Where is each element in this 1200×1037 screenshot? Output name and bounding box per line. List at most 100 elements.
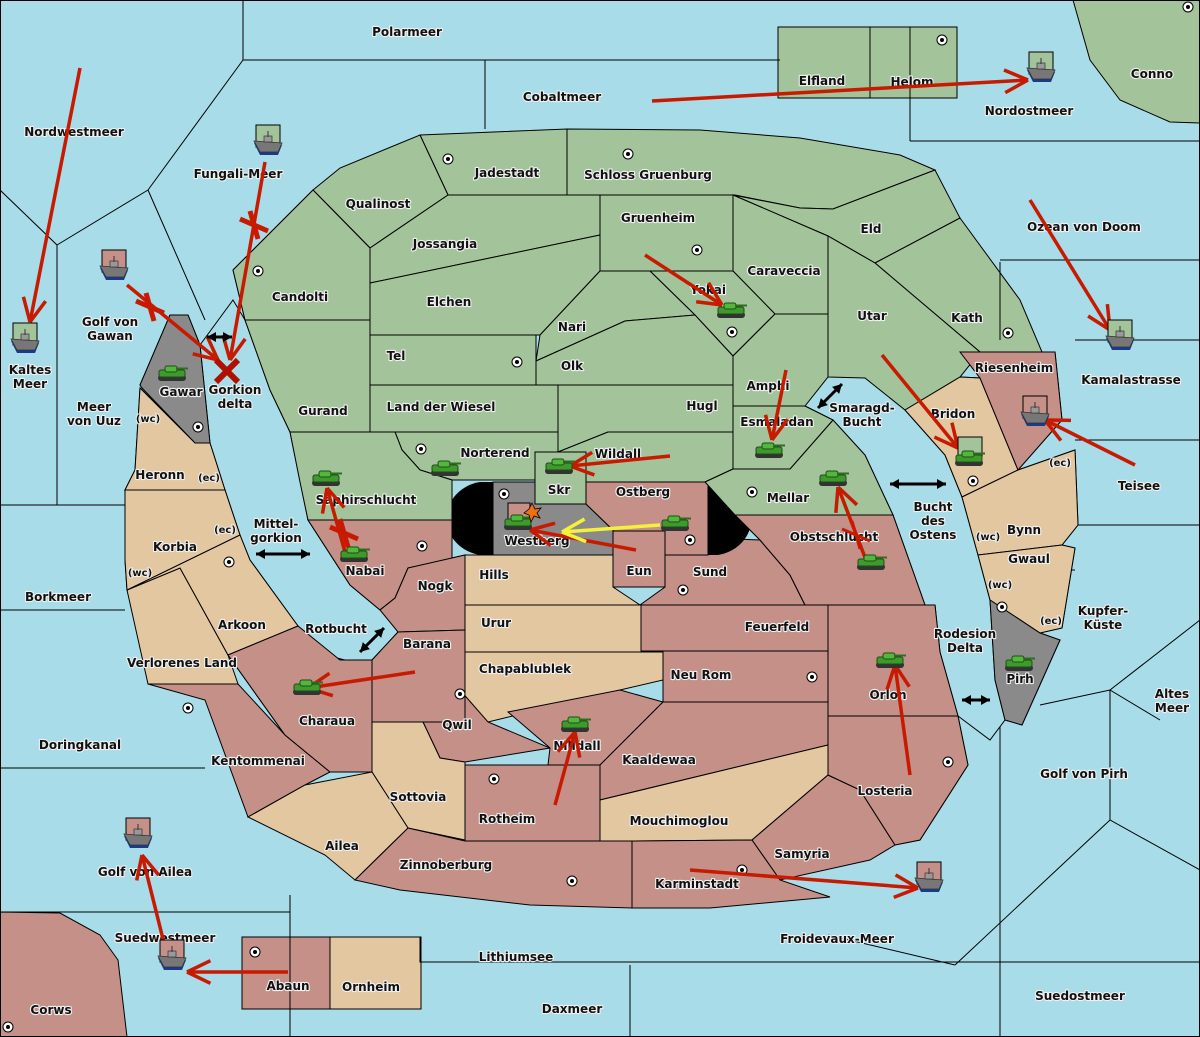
coast-label: (wc) xyxy=(988,580,1012,591)
sea-label-lithium[interactable]: Lithiumsee xyxy=(478,949,555,965)
territory-barana-overlay xyxy=(371,629,466,723)
order-arrow xyxy=(880,353,960,450)
sea-label-teisee[interactable]: Teisee xyxy=(1117,478,1161,494)
territory-label-conno: Conno xyxy=(1131,67,1173,81)
army-unit-icon[interactable] xyxy=(661,515,691,531)
sea-label-kupfer[interactable]: Kupfer-Küste xyxy=(1077,603,1130,633)
territory-helom[interactable] xyxy=(869,26,958,99)
sea-label-mittel[interactable]: Mittel-gorkion xyxy=(249,516,303,546)
territory-kentommenai[interactable] xyxy=(147,683,331,818)
sea-label-froidevaux[interactable]: Froidevaux-Meer xyxy=(779,931,895,947)
sea-label-nordwestmeer[interactable]: Nordwestmeer xyxy=(23,124,125,140)
sea-label-suedwest[interactable]: Suedwestmeer xyxy=(114,930,217,946)
sea-label-polarmeer[interactable]: Polarmeer xyxy=(371,24,443,40)
supply-center-icon xyxy=(252,265,264,277)
sea-border xyxy=(419,937,1200,963)
supply-center-icon xyxy=(622,148,634,160)
army-unit-icon[interactable] xyxy=(876,652,906,668)
sea-label-cobaltmeer[interactable]: Cobaltmeer xyxy=(522,89,603,105)
order-arrow xyxy=(885,664,912,776)
territory-label-mellar: Mellar xyxy=(767,491,809,505)
territory-label-candolti: Candolti xyxy=(272,290,328,304)
army-unit-icon[interactable] xyxy=(717,302,747,318)
sea-label-golfpirh[interactable]: Golf von Pirh xyxy=(1039,766,1129,782)
sea-label-smaragd[interactable]: Smaragd-Bucht xyxy=(828,400,896,430)
army-unit-icon[interactable] xyxy=(504,502,542,530)
territory-label-riesenheim: Riesenheim xyxy=(975,361,1054,375)
fleet-unit-icon[interactable] xyxy=(157,939,187,970)
coast-label: (wc) xyxy=(128,568,152,579)
fleet-unit-icon[interactable] xyxy=(123,817,153,848)
supply-center-icon xyxy=(726,326,738,338)
sea-label-rotbucht[interactable]: Rotbucht xyxy=(304,621,368,637)
sea-border xyxy=(147,59,244,191)
supply-center-icon xyxy=(488,773,500,785)
fleet-unit-icon[interactable] xyxy=(253,124,283,155)
army-unit-icon[interactable] xyxy=(1005,655,1035,671)
territory-label-neurom: Neu Rom xyxy=(671,668,732,682)
sea-label-nordostmeer[interactable]: Nordostmeer xyxy=(984,103,1075,119)
territory-label-ailea: Ailea xyxy=(325,839,359,853)
territory-ornheim[interactable] xyxy=(329,936,422,1010)
coast-label: (wc) xyxy=(976,532,1000,543)
order-arrow xyxy=(569,450,671,477)
army-unit-icon[interactable] xyxy=(857,554,887,570)
coast-label: (ec) xyxy=(214,525,236,536)
coast-label: (ec) xyxy=(1040,616,1062,627)
supply-center-icon xyxy=(416,540,428,552)
territory-rotheim[interactable] xyxy=(464,764,601,842)
sea-label-doringkanal[interactable]: Doringkanal xyxy=(38,737,122,753)
territory-label-utar: Utar xyxy=(857,309,887,323)
fleet-unit-icon[interactable] xyxy=(10,322,40,353)
territory-label-wiesel: Land der Wiesel xyxy=(387,400,496,414)
territory-corws[interactable] xyxy=(0,911,128,1037)
army-unit-icon[interactable] xyxy=(545,458,575,474)
fleet-unit-icon[interactable] xyxy=(914,861,944,892)
supply-center-icon xyxy=(684,534,696,546)
territory-label-eld: Eld xyxy=(861,222,882,236)
army-unit-icon[interactable] xyxy=(158,365,188,381)
sea-label-kamala[interactable]: Kamalastrasse xyxy=(1080,372,1182,388)
territory-feuerfeld-overlay xyxy=(640,604,829,652)
territory-gruenheim[interactable] xyxy=(599,194,734,272)
territory-label-charaua: Charaua xyxy=(299,714,355,728)
army-unit-icon[interactable] xyxy=(955,436,985,466)
sea-label-fungali[interactable]: Fungali-Meer xyxy=(193,166,284,182)
territory-label-amphi: Amphi xyxy=(746,379,789,393)
territory-label-heronn: Heronn xyxy=(135,468,184,482)
territory-label-wildall: Wildall xyxy=(595,447,641,461)
sea-label-ozean[interactable]: Ozean von Doom xyxy=(1026,219,1142,235)
army-unit-icon[interactable] xyxy=(819,470,849,486)
territory-label-kaaldewaa: Kaaldewaa xyxy=(622,753,696,767)
territory-eun[interactable] xyxy=(612,530,666,588)
territory-amphi-overlay xyxy=(732,313,829,407)
territory-label-hugl: Hugl xyxy=(686,399,717,413)
bounce-x-marker xyxy=(213,357,241,385)
fleet-unit-icon[interactable] xyxy=(1026,51,1056,82)
army-unit-icon[interactable] xyxy=(293,679,323,695)
territory-conno[interactable] xyxy=(1072,0,1200,124)
fleet-unit-icon[interactable] xyxy=(99,249,129,280)
sea-label-daxmeer[interactable]: Daxmeer xyxy=(541,1001,604,1017)
supply-center-icon xyxy=(566,875,578,887)
fleet-unit-icon[interactable] xyxy=(1105,319,1135,350)
fleet-unit-icon[interactable] xyxy=(1020,395,1050,426)
adjacency-double-arrow-icon xyxy=(358,626,386,654)
army-unit-icon[interactable] xyxy=(312,470,342,486)
sea-label-suedost[interactable]: Suedostmeer xyxy=(1034,988,1126,1004)
order-arrow xyxy=(125,283,220,362)
army-unit-icon[interactable] xyxy=(340,546,370,562)
sea-label-borkmeer[interactable]: Borkmeer xyxy=(24,589,92,605)
territory-label-kath: Kath xyxy=(951,311,983,325)
army-unit-icon[interactable] xyxy=(431,460,461,476)
army-unit-icon[interactable] xyxy=(755,442,785,458)
army-unit-icon[interactable] xyxy=(561,716,591,732)
